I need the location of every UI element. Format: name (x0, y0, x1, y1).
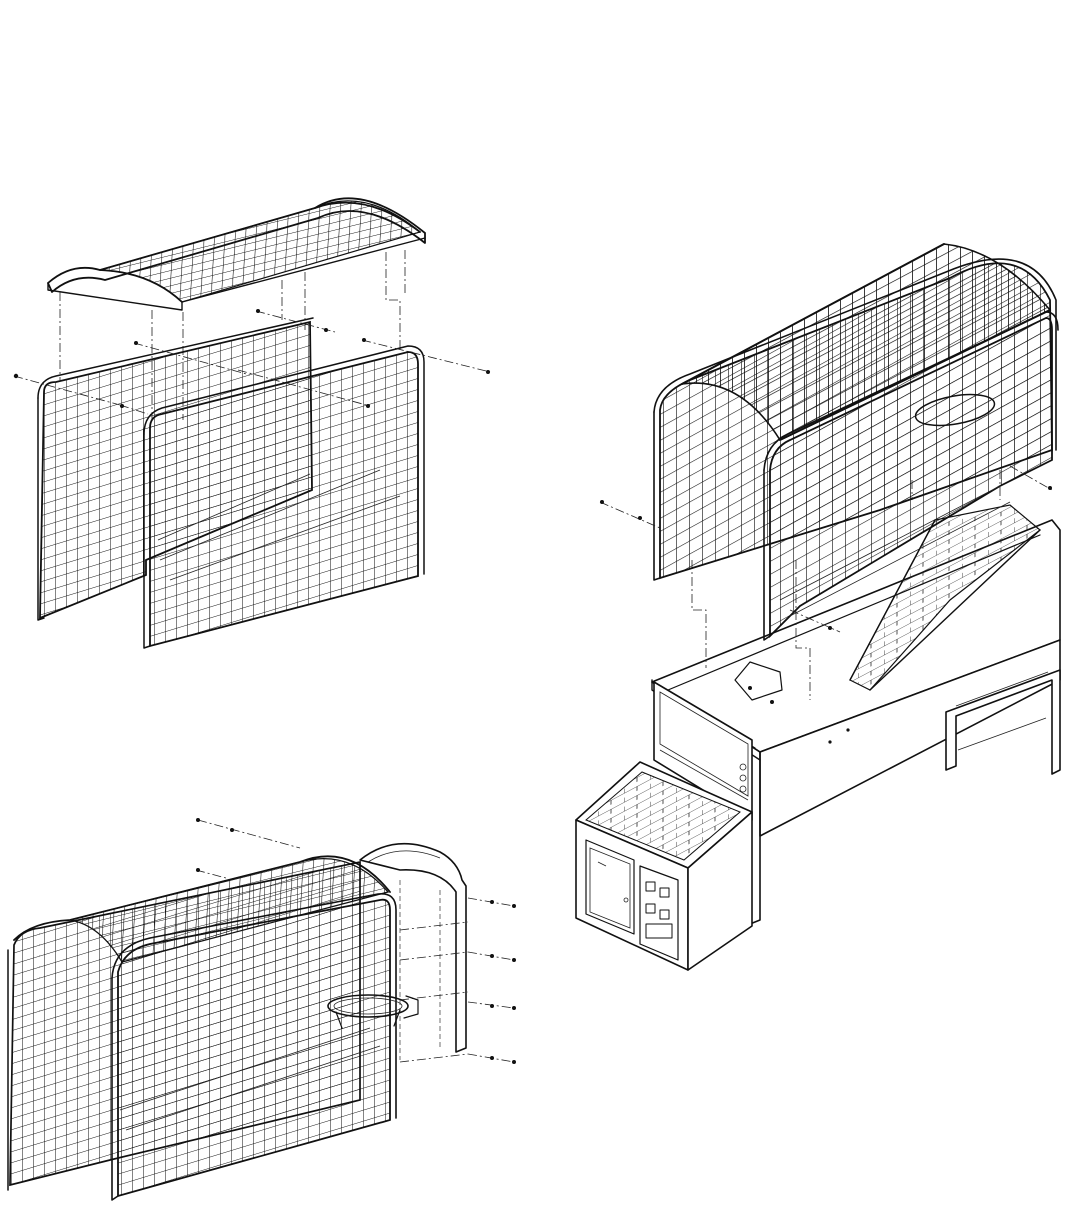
view-right (576, 244, 1060, 970)
arched-roof-net (48, 198, 425, 310)
cabinet-front (576, 682, 752, 970)
view-bottom-left (8, 818, 516, 1200)
view-top-left (14, 198, 490, 648)
